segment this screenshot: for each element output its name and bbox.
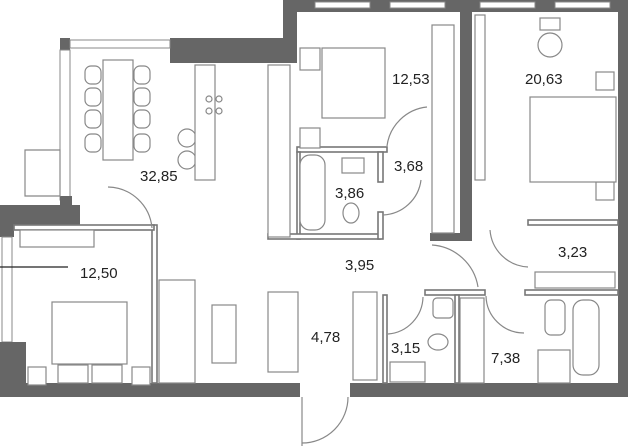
furniture (19, 14, 617, 386)
room-area-label: 12,53 (392, 71, 430, 88)
room-labels: 12,53 20,63 32,85 3,68 3,86 12,50 3,95 3… (80, 71, 587, 367)
walls (0, 0, 628, 397)
room-area-label: 20,63 (525, 71, 563, 88)
doors (24, 106, 529, 446)
room-area-label: 3,68 (394, 158, 423, 175)
room-area-label: 12,50 (80, 265, 118, 282)
partitions (13, 146, 619, 384)
room-area-label: 3,86 (335, 185, 364, 202)
room-area-label: 3,15 (391, 340, 420, 357)
room-area-label: 3,95 (345, 257, 374, 274)
room-area-label: 3,23 (558, 244, 587, 261)
room-area-label: 32,85 (140, 168, 178, 185)
room-area-label: 4,78 (311, 329, 340, 346)
room-area-label: 7,38 (491, 350, 520, 367)
